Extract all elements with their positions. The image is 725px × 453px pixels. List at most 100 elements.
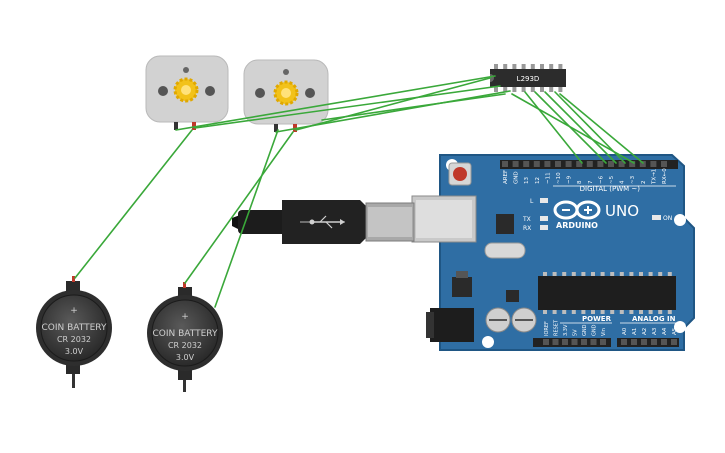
battery-terminal-negative[interactable]: [183, 380, 186, 392]
power-pin-row[interactable]: [543, 339, 606, 345]
mcu-pin: [562, 272, 567, 276]
header-pin[interactable]: [533, 161, 540, 167]
coin-battery-2[interactable]: + COIN BATTERY CR 2032 3.0V: [147, 282, 223, 392]
header-pin[interactable]: [671, 339, 677, 345]
wire[interactable]: [321, 93, 506, 121]
chip-pin[interactable]: [549, 64, 554, 69]
analog-pin-row[interactable]: [621, 339, 677, 345]
header-pin[interactable]: [597, 161, 604, 167]
dc-motor-1[interactable]: [145, 55, 229, 130]
header-pin[interactable]: [661, 161, 667, 167]
chip-pin[interactable]: [558, 87, 563, 92]
header-pin[interactable]: [543, 339, 549, 345]
motor-terminal[interactable]: [174, 122, 178, 130]
led-l: L: [530, 198, 548, 205]
header-pin[interactable]: [608, 161, 614, 167]
mcu-pin: [648, 310, 653, 314]
chip-pin[interactable]: [558, 64, 563, 69]
l293d-motor-driver-chip[interactable]: L293D: [490, 64, 566, 92]
usb-cable[interactable]: [232, 200, 415, 244]
header-pin[interactable]: [552, 339, 559, 345]
chip-pin[interactable]: [494, 87, 498, 92]
wire[interactable]: [214, 129, 279, 308]
wire[interactable]: [559, 93, 644, 164]
wire[interactable]: [74, 129, 193, 279]
coin-battery-1[interactable]: + COIN BATTERY CR 2032 3.0V: [36, 276, 112, 388]
battery-terminal-negative[interactable]: [72, 374, 75, 388]
chip-pin[interactable]: [512, 87, 517, 92]
header-pin[interactable]: [555, 161, 561, 167]
dc-motor-2[interactable]: [243, 59, 329, 132]
pin-label: 8: [577, 180, 583, 184]
mcu-pin: [591, 310, 595, 314]
header-pin[interactable]: [571, 339, 578, 345]
header-pin[interactable]: [544, 161, 551, 167]
header-pin[interactable]: [618, 161, 625, 167]
pin-label: 12: [535, 177, 541, 184]
motor-screw: [205, 86, 215, 96]
header-pin[interactable]: [565, 161, 572, 167]
header-pin[interactable]: [631, 339, 637, 345]
header-pin[interactable]: [590, 339, 597, 345]
header-pin[interactable]: [576, 161, 583, 167]
chip-pin[interactable]: [503, 87, 508, 92]
motor-screw: [255, 88, 265, 98]
motor-terminal[interactable]: [192, 122, 196, 130]
power-header-label: POWER: [582, 315, 612, 323]
wire[interactable]: [524, 91, 583, 164]
digital-header-label: DIGITAL (PWM ~): [580, 185, 641, 193]
wire[interactable]: [511, 93, 635, 164]
header-pin[interactable]: [512, 161, 519, 167]
chip-pin[interactable]: [521, 87, 526, 92]
header-pin[interactable]: [562, 339, 568, 345]
chip-pin[interactable]: [540, 87, 544, 92]
wire[interactable]: [184, 131, 294, 284]
header-pin[interactable]: [639, 161, 646, 167]
pin-label: A0: [622, 327, 628, 335]
chip-pin[interactable]: [549, 87, 554, 92]
wire[interactable]: [295, 77, 491, 131]
wire[interactable]: [194, 85, 501, 129]
header-pin[interactable]: [661, 339, 667, 345]
header-pin[interactable]: [629, 161, 636, 167]
header-pin[interactable]: [523, 161, 530, 167]
pin-label: ~9: [567, 175, 573, 184]
mcu-pin: [639, 310, 643, 314]
battery-label-line2: CR 2032: [57, 335, 91, 344]
header-pin[interactable]: [641, 339, 647, 345]
chip-pin[interactable]: [530, 87, 535, 92]
header-pin[interactable]: [581, 339, 587, 345]
header-pin[interactable]: [600, 339, 606, 345]
chip-pin[interactable]: [494, 64, 498, 69]
battery-label-line3: 3.0V: [176, 353, 195, 362]
battery-terminal-positive[interactable]: [72, 276, 75, 282]
pin-label: A1: [632, 328, 638, 335]
digital-pin-row[interactable]: [502, 161, 667, 167]
mcu-pin: [610, 272, 615, 276]
motor-terminal[interactable]: [274, 124, 278, 132]
chip-pin[interactable]: [530, 64, 535, 69]
plus-icon: +: [181, 312, 189, 322]
chip-pin[interactable]: [521, 64, 526, 69]
header-pin[interactable]: [651, 339, 657, 345]
battery-terminal-positive[interactable]: [183, 282, 186, 288]
header-pin[interactable]: [650, 161, 657, 167]
header-pin[interactable]: [586, 161, 593, 167]
usb-symbol-icon: [309, 215, 345, 229]
header-pin[interactable]: [502, 161, 508, 167]
mcu-pin: [629, 310, 634, 314]
chip-pin[interactable]: [503, 64, 508, 69]
chip-pin[interactable]: [540, 64, 544, 69]
mcu-pin: [562, 310, 567, 314]
pin-label: GND: [592, 324, 598, 336]
header-pin[interactable]: [621, 339, 627, 345]
battery-label-line1: COIN BATTERY: [153, 329, 218, 339]
chip-pin[interactable]: [512, 64, 517, 69]
usb-b-port: [411, 195, 477, 243]
reset-button[interactable]: [448, 162, 472, 186]
wire[interactable]: [175, 75, 496, 131]
wire[interactable]: [544, 91, 617, 164]
